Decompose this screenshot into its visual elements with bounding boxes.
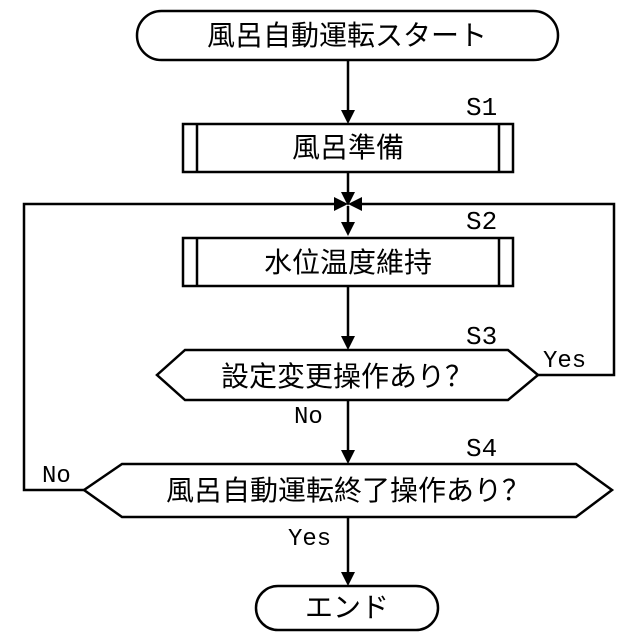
s4-label: 風呂自動運転終了操作あり？ [166,474,530,507]
arrowhead-s4 [341,450,355,464]
s2-label: 水位温度維持 [264,246,432,279]
arrowhead-s3 [341,336,355,350]
process-s2: 水位温度維持 [183,238,513,286]
step-label-s1: S1 [466,93,497,123]
step-label-s4: S4 [466,434,497,464]
branch-label-s3-no: No [294,404,323,431]
step-label-s2: S2 [466,207,497,237]
s1-label: 風呂準備 [292,131,404,164]
process-s1: 風呂準備 [183,124,513,172]
decision-s4: 風呂自動運転終了操作あり？ [84,464,612,517]
branch-label-s4-yes: Yes [288,526,331,553]
start-label: 風呂自動運転スタート [207,19,487,52]
branch-label-s3-yes: Yes [543,348,586,375]
arrowhead-s1 [341,110,355,124]
arrowhead-end [341,572,355,586]
s3-label: 設定変更操作あり？ [221,360,473,393]
branch-label-s4-no: No [42,463,71,490]
end-label: エンド [305,591,389,624]
start-node: 風呂自動運転スタート [137,11,558,60]
step-label-s3: S3 [466,322,497,352]
arrowhead-s2 [341,222,355,236]
end-node: エンド [256,586,438,630]
decision-s3: 設定変更操作あり？ [157,350,538,400]
